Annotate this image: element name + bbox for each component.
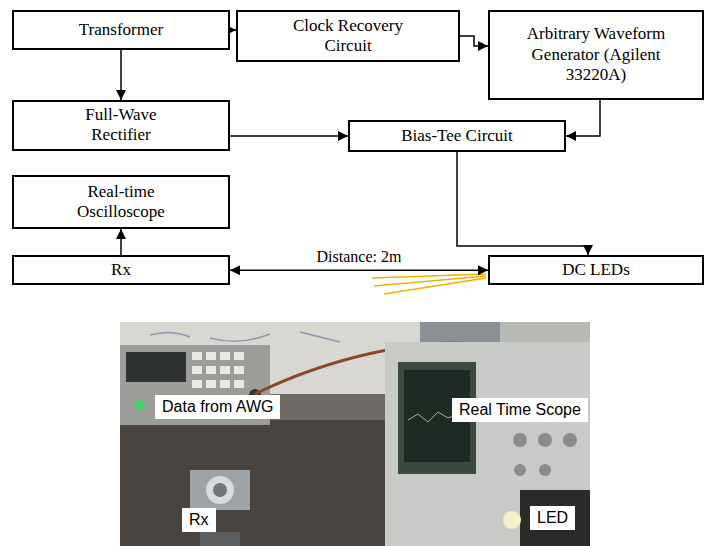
edge-label: Distance: 2m	[314, 248, 405, 266]
connector-arrow	[460, 36, 488, 46]
photo-background	[120, 322, 590, 546]
process-box: Transformer	[12, 10, 230, 50]
connector-arrow	[230, 135, 348, 137]
box-text: Transformer	[79, 20, 163, 40]
process-box: DC LEDs	[488, 255, 704, 285]
photo-label: LED	[530, 506, 575, 530]
box-text: Arbitrary Waveform Generator (Agilent 33…	[516, 24, 676, 85]
led-device	[503, 490, 590, 546]
photo-label: Data from AWG	[155, 395, 280, 419]
box-text: Bias-Tee Circuit	[401, 126, 513, 146]
process-box: Rx	[12, 255, 230, 285]
connector-arrow	[120, 229, 122, 255]
process-box: Bias-Tee Circuit	[348, 120, 566, 152]
process-box: Full-Wave Rectifier	[12, 100, 230, 151]
connector-arrow	[120, 50, 122, 100]
process-box: Real-time Oscilloscope	[12, 175, 230, 229]
oscilloscope	[385, 322, 590, 546]
box-text: Rx	[111, 260, 131, 280]
connector-arrow	[566, 100, 600, 136]
box-text: Real-time Oscilloscope	[51, 182, 191, 223]
connector-arrow	[230, 269, 488, 271]
box-text: DC LEDs	[562, 260, 630, 280]
photo-label: Real Time Scope	[452, 398, 588, 422]
connector-arrow	[457, 152, 588, 255]
photo-label: Rx	[182, 508, 216, 532]
process-box: Clock Recovery Circuit	[236, 10, 460, 62]
process-box: Arbitrary Waveform Generator (Agilent 33…	[488, 10, 704, 100]
light-rays	[372, 274, 486, 294]
box-text: Clock Recovery Circuit	[278, 16, 418, 57]
box-text: Full-Wave Rectifier	[61, 105, 181, 146]
